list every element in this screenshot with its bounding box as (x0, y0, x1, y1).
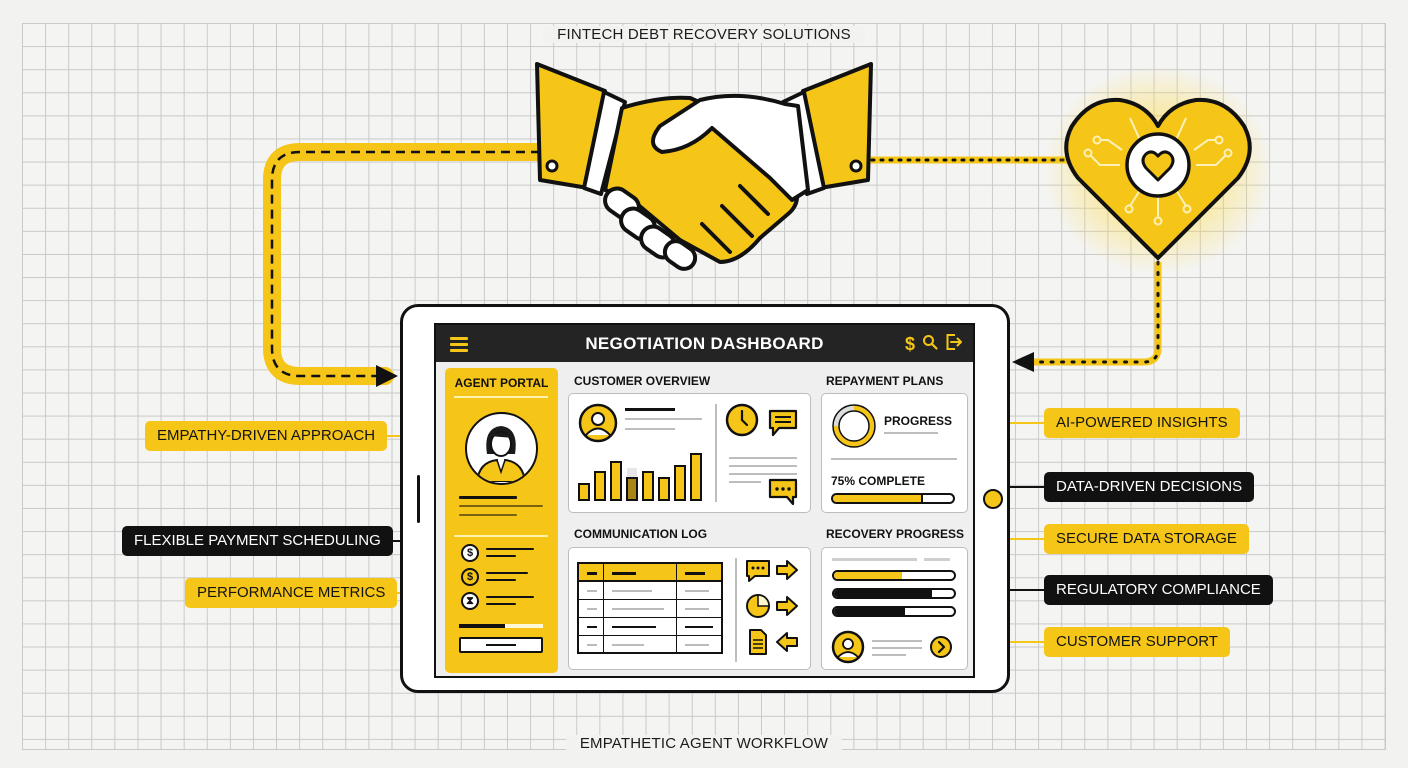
agent-portal-panel: AGENT PORTAL $ $ ⧗ (445, 368, 558, 673)
left-flow-connector (263, 143, 549, 387)
circuit-heart-icon (1043, 65, 1273, 275)
clock-icon (725, 403, 759, 437)
chat-bubble-icon (768, 409, 798, 437)
repayment-plans-card: PROGRESS 75% COMPLETE (821, 393, 968, 513)
hourglass-icon: ⧗ (461, 592, 479, 610)
support-agent-avatar-icon (831, 630, 865, 664)
communication-log-label: COMMUNICATION LOG (574, 527, 708, 541)
agent-progress-bar (459, 624, 543, 628)
callout-secure-data-storage: SECURE DATA STORAGE (1044, 524, 1249, 554)
dashboard-topbar: NEGOTIATION DASHBOARD $ (436, 325, 973, 362)
dollar-icon[interactable]: $ (904, 334, 915, 354)
progress-ring-icon (832, 404, 876, 448)
diagram-title: FINTECH DEBT RECOVERY SOLUTIONS (0, 26, 1408, 43)
tablet-side-button (417, 475, 420, 523)
recovery-bar-2 (832, 588, 956, 599)
chevron-right-icon (937, 640, 946, 654)
hamburger-icon[interactable] (450, 337, 468, 352)
communication-flow-icons (746, 560, 798, 655)
search-icon[interactable] (922, 334, 938, 354)
repayment-percent-label: 75% COMPLETE (831, 474, 926, 488)
recovery-bar-3 (832, 606, 956, 617)
tablet-home-button[interactable] (983, 489, 1003, 509)
arrow-left-icon (1012, 352, 1034, 372)
logout-icon[interactable] (945, 333, 963, 355)
customer-overview-label: CUSTOMER OVERVIEW (574, 374, 711, 388)
recovery-bar-1 (832, 570, 956, 581)
diagram-caption: EMPATHETIC AGENT WORKFLOW (0, 735, 1408, 752)
communication-log-table (577, 562, 723, 654)
callout-ai-powered-insights: AI-POWERED INSIGHTS (1044, 408, 1240, 438)
callout-empathy-driven-approach: EMPATHY-DRIVEN APPROACH (145, 421, 388, 451)
tablet-device: NEGOTIATION DASHBOARD $ AGENT PORTAL (400, 304, 1010, 693)
callout-flexible-payment-scheduling: FLEXIBLE PAYMENT SCHEDULING (122, 526, 393, 556)
schedule-dollar-icon: $ (461, 568, 479, 586)
recovery-progress-card (821, 547, 968, 670)
agent-action-button[interactable] (459, 637, 543, 653)
dashboard-screen: NEGOTIATION DASHBOARD $ AGENT PORTAL (434, 323, 975, 678)
repayment-progress-bar (831, 493, 955, 504)
callout-data-driven-decisions: DATA-DRIVEN DECISIONS (1044, 472, 1255, 502)
handshake-icon (535, 62, 873, 271)
customer-overview-card (568, 393, 811, 513)
customer-avatar-icon (578, 403, 618, 443)
agent-portal-header: AGENT PORTAL (454, 376, 549, 390)
progress-label: PROGRESS (884, 414, 953, 428)
payment-dollar-icon: $ (461, 544, 479, 562)
right-flow-connector-bottom (1012, 260, 1162, 372)
typing-bubble-icon (768, 478, 798, 506)
agent-avatar[interactable] (465, 412, 538, 485)
arrow-right-icon (376, 365, 398, 387)
callout-customer-support: CUSTOMER SUPPORT (1044, 627, 1230, 657)
recovery-progress-label: RECOVERY PROGRESS (826, 527, 965, 541)
customer-bar-chart (578, 453, 702, 501)
repayment-plans-label: REPAYMENT PLANS (826, 374, 944, 388)
callout-regulatory-compliance: REGULATORY COMPLIANCE (1044, 575, 1273, 605)
next-arrow-button[interactable] (930, 636, 952, 658)
dashboard-title: NEGOTIATION DASHBOARD (585, 333, 824, 353)
communication-log-card (568, 547, 811, 670)
callout-performance-metrics: PERFORMANCE METRICS (185, 578, 398, 608)
